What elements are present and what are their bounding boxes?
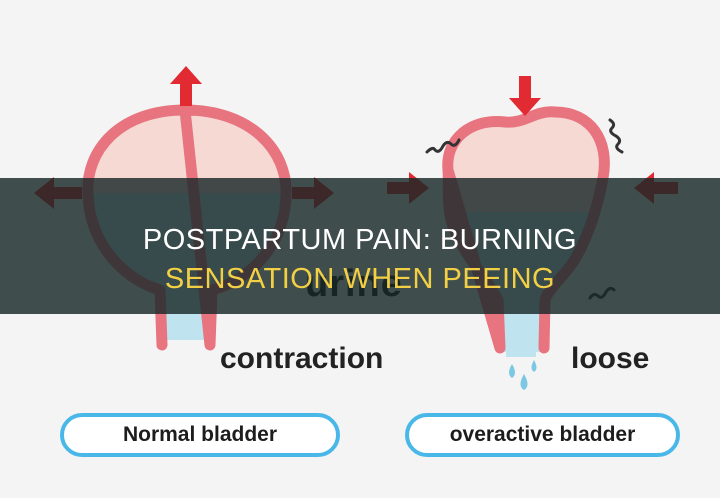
- drop-icon: [531, 360, 537, 372]
- squiggle-icon: [425, 138, 461, 154]
- normal-bladder-label: Normal bladder: [60, 413, 340, 457]
- overactive-leak-stream: [506, 345, 536, 357]
- page-title-line-2: SENSATION WHEN PEEING: [164, 263, 556, 295]
- loose-label: loose: [571, 342, 650, 375]
- arrow-down-icon: [509, 76, 541, 116]
- drop-icon: [520, 374, 528, 390]
- drop-icon: [509, 364, 515, 378]
- squiggle-icon: [608, 118, 624, 154]
- urine-drops: [509, 360, 537, 390]
- overactive-bladder-label: overactive bladder: [405, 413, 680, 457]
- page-title-line-1: POSTPARTUM PAIN: BURNING: [142, 224, 578, 256]
- title-overlay-band: [0, 178, 720, 314]
- arrow-up-icon: [170, 66, 202, 106]
- contraction-label: contraction: [220, 342, 384, 375]
